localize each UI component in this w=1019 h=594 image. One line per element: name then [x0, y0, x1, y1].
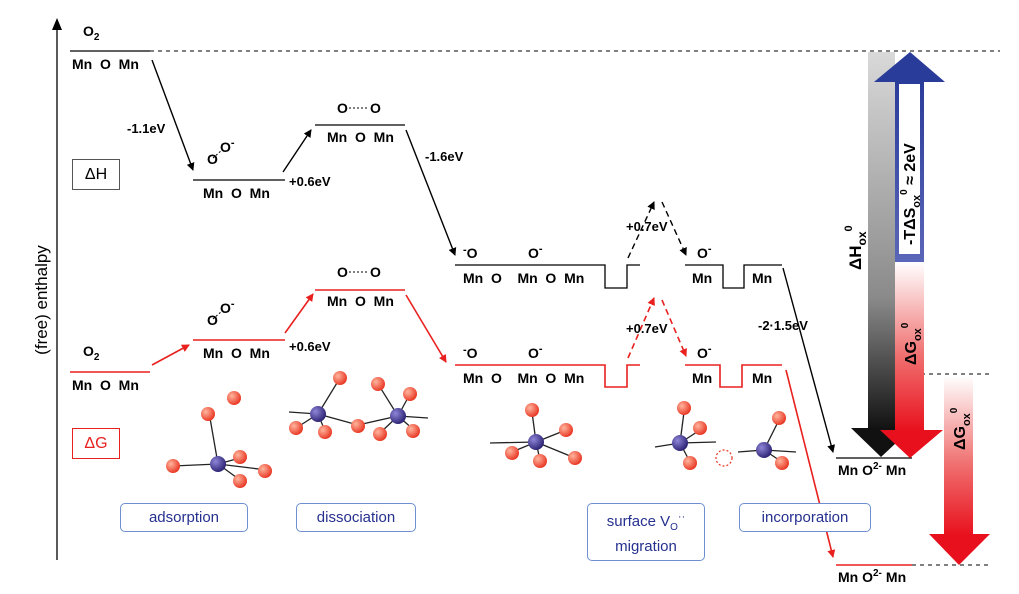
energy-dissociation-enthalpy: +0.6eV [289, 174, 331, 189]
energy-adsorption: -1.1eV [127, 121, 166, 136]
level-label-bridged-enthalpy-o1: O [337, 100, 348, 116]
y-axis-arrowhead [52, 18, 62, 30]
free-energy-path [70, 289, 912, 566]
level-label-migrated-mn-right-free-energy: Mn [752, 370, 772, 386]
level-label-bridged-enthalpy: Mn O Mn [327, 129, 394, 145]
level-label-migrated-o-free-energy: O- [697, 343, 712, 361]
step-dissociation: dissociation [296, 503, 416, 532]
entropy-term-label-bg [899, 84, 920, 254]
dh-ox-bar [868, 52, 895, 430]
level-label-dissociated-enthalpy: Mn O Mn O Mn [463, 270, 584, 286]
level-label-adsorbed-free-energy-species: O [207, 312, 218, 328]
legend-enthalpy: ΔH [72, 159, 120, 190]
level-label-migrated-mn-right-enthalpy: Mn [752, 270, 772, 286]
dg-ox-inner-label: ΔGox0 [900, 322, 924, 365]
step-adsorption: adsorption [120, 503, 248, 532]
level-label-bridged-free-energy-o1: O [337, 264, 348, 280]
molecule-dissociation [288, 371, 429, 441]
level-label-start-free-energy: Mn O Mn [72, 377, 139, 393]
level-label-migrated-mn-left-free-energy: Mn [692, 370, 712, 386]
level-label-dissociated-o-1-free-energy: -O [463, 344, 478, 361]
step-incorporation: incorporation [739, 503, 871, 532]
level-label-bridged-free-energy-o2: O [370, 264, 381, 280]
energy-incorporation: -2·1.5eV [758, 318, 808, 333]
dg-ox-outer-bar [944, 376, 973, 536]
step-surface-vacancy-migration: surface VO·· migration [587, 503, 705, 561]
level-label-dissociated-o-2-enthalpy: O- [528, 243, 543, 261]
level-label-dissociated-o-1-enthalpy: -O [463, 244, 478, 261]
dg-ox-outer-label: ΔGox0 [949, 407, 973, 450]
dg-ox-inner-bar [895, 262, 924, 432]
entropy-term-arrowhead [874, 52, 945, 82]
level-label-dissociated-free-energy: Mn O Mn O Mn [463, 370, 584, 386]
level-label-final-enthalpy: Mn O2-Mn [838, 461, 906, 478]
legend-free-energy: ΔG [72, 428, 120, 459]
level-label-adsorbed-enthalpy-species: O [207, 151, 218, 167]
entropy-term-label: -TΔSox0 ≈ 2eV [899, 143, 923, 245]
level-label-adsorbed-free-energy: Mn O Mn [203, 345, 270, 361]
level-label-migrated-mn-left-enthalpy: Mn [692, 270, 712, 286]
energy-migration-free-energy: +0.7eV [626, 321, 668, 336]
y-axis-label: (free) enthalpy [32, 245, 51, 355]
energy-dissociation-free-energy: +0.6eV [289, 339, 331, 354]
level-label-start-enthalpy: Mn O Mn [72, 56, 139, 72]
energy-migration-enthalpy: +0.7eV [626, 219, 668, 234]
level-label-final-free-energy: Mn O2-Mn [838, 568, 906, 585]
level-label-bridged-enthalpy-o2: O [370, 100, 381, 116]
molecule-migration [654, 401, 797, 470]
dg-ox-outer-arrowhead [929, 534, 990, 565]
dg-ox-inner-arrowhead [880, 430, 943, 458]
dh-ox-label: ΔHox0 [843, 225, 869, 270]
level-label-dissociated-o-2-free-energy: O- [528, 343, 543, 361]
energy-after-dissociation: -1.6eV [425, 149, 464, 164]
level-label-o2-free-energy: O2 [83, 343, 100, 363]
oxygen-vacancy [715, 449, 733, 467]
level-label-o2-enthalpy: O2 [83, 23, 100, 43]
level-label-adsorbed-enthalpy-species-2: O- [220, 137, 235, 155]
free-energy-arrows [151, 293, 836, 558]
step-migration-line1: surface VO·· [606, 511, 686, 533]
enthalpy-arrows [151, 59, 836, 453]
level-label-adsorbed-enthalpy: Mn O Mn [203, 185, 270, 201]
molecule-dissociated [489, 403, 582, 468]
level-label-migrated-o-enthalpy: O- [697, 243, 712, 261]
step-migration-line2: migration [615, 538, 677, 555]
enthalpy-path [70, 50, 912, 459]
molecule-adsorption [166, 391, 272, 488]
level-label-bridged-free-energy: Mn O Mn [327, 293, 394, 309]
level-label-adsorbed-free-energy-species-2: O- [220, 298, 235, 316]
